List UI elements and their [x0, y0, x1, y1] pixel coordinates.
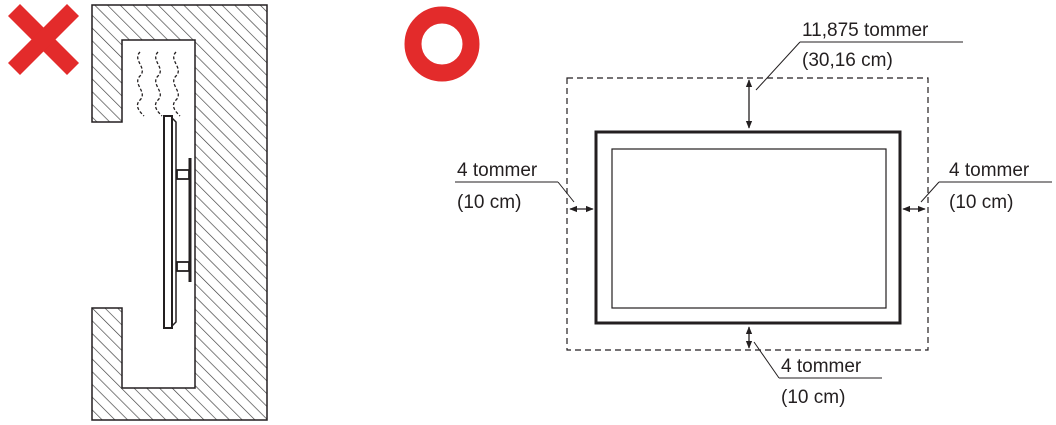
top-clearance-cm: (30,16 cm) — [802, 50, 893, 71]
clearance-boundary — [566, 77, 929, 351]
bottom-clearance-cm: (10 cm) — [781, 387, 845, 408]
top-clearance-inches: 11,875 tommer — [802, 20, 929, 41]
display-side-view — [163, 115, 192, 329]
heat-waves-icon — [136, 51, 181, 117]
wall-recess — [91, 4, 268, 421]
right-clearance-cm: (10 cm) — [949, 192, 1013, 213]
cross-icon — [8, 4, 79, 75]
correct-installation: 11,875 tommer (30,16 cm) 4 tommer (10 cm… — [404, 6, 1052, 408]
circle-icon — [404, 6, 480, 82]
left-clearance-cm: (10 cm) — [457, 192, 521, 213]
bottom-clearance: 4 tommer (10 cm) — [745, 326, 882, 408]
top-clearance: 11,875 tommer (30,16 cm) — [745, 20, 963, 129]
left-clearance-inches: 4 tommer — [457, 160, 538, 181]
display-screen — [611, 148, 887, 309]
right-clearance: 4 tommer (10 cm) — [902, 160, 1052, 213]
bottom-clearance-inches: 4 tommer — [781, 356, 862, 377]
left-clearance: 4 tommer (10 cm) — [455, 160, 594, 213]
wrong-installation — [8, 4, 268, 421]
right-clearance-inches: 4 tommer — [949, 160, 1030, 181]
